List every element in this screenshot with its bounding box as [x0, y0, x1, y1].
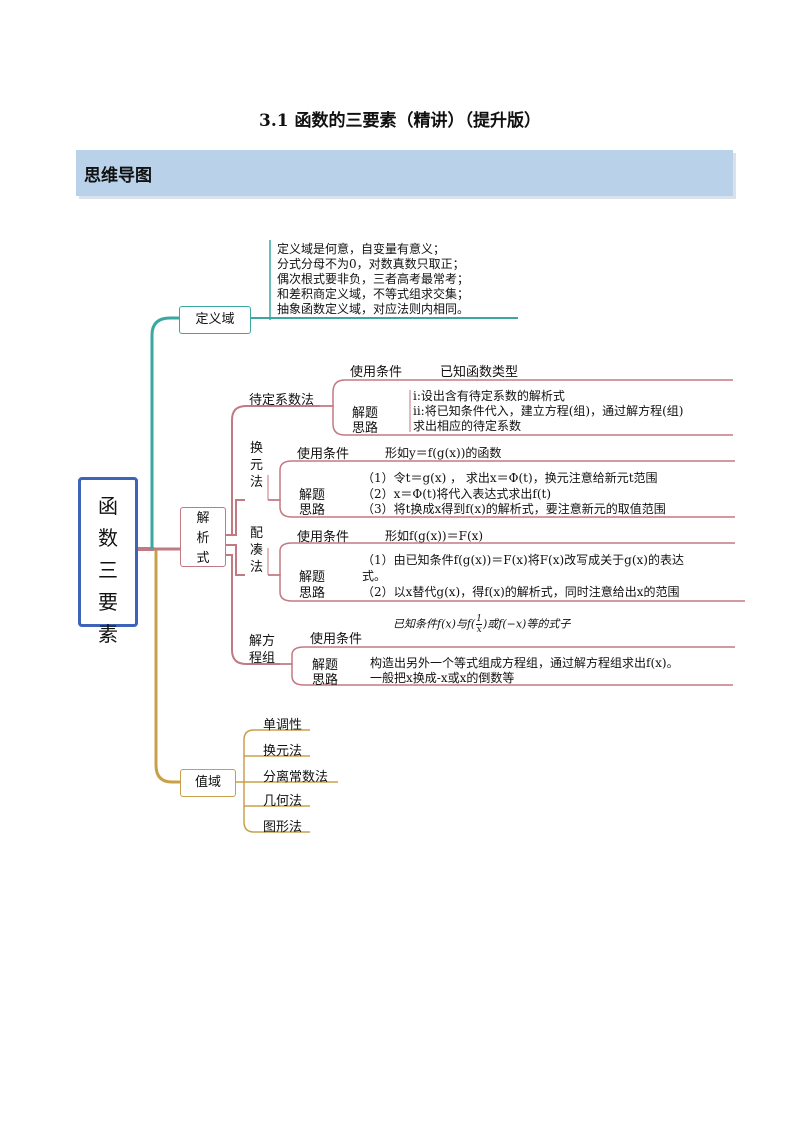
range-method: 分离常数法 [263, 770, 329, 785]
substitution-char: 法 [250, 475, 264, 490]
undetermined-label: 待定系数法 [249, 393, 315, 408]
system-idea-label: 思路 [312, 673, 339, 688]
substitution-cond-value: 形如y＝f(g(x))的函数 [385, 446, 502, 460]
section-banner-label: 思维导图 [84, 166, 152, 186]
analytic-node: 解 析 式 [180, 507, 226, 567]
system-label-line: 程组 [249, 651, 276, 666]
range-method: 图形法 [263, 820, 303, 835]
undetermined-cond-label: 使用条件 [350, 365, 403, 380]
matching-char: 法 [250, 560, 264, 575]
domain-note: 抽象函数定义域，对应法则内相同。 [277, 302, 470, 316]
matching-char: 凑 [250, 543, 264, 558]
undetermined-idea-label: 解题 [352, 406, 379, 421]
substitution-cond-label: 使用条件 [297, 447, 350, 462]
system-label-line: 解方 [249, 634, 276, 649]
range-node: 值域 [180, 769, 236, 797]
domain-note: 定义域是何意，自变量有意义； [277, 242, 446, 256]
substitution-char: 换 [250, 441, 264, 456]
undetermined-step: 求出相应的待定系数 [413, 419, 522, 433]
undetermined-cond-value: 已知函数类型 [440, 365, 519, 380]
system-label: 解方 程组 [249, 633, 275, 667]
matching-idea-label: 思路 [299, 586, 326, 601]
system-idea-label: 解题 [312, 658, 339, 673]
undetermined-idea-label: 思路 [352, 421, 379, 436]
undetermined-step: i:设出含有待定系数的解析式 [413, 389, 565, 403]
analytic-char: 解 [196, 511, 210, 526]
matching-step: 式。 [362, 569, 387, 583]
system-step: 构造出另外一个等式组成方程组，通过解方程组求出f(x)。 [370, 656, 679, 670]
substitution-step: （2）x＝Φ(t)将代入表达式求出f(t) [362, 487, 552, 501]
matching-cond-value: 形如f(g(x))＝F(x) [385, 529, 484, 543]
range-method: 换元法 [263, 744, 303, 759]
analytic-char: 式 [196, 551, 210, 566]
page-title: 3.1 函数的三要素（精讲）（提升版） [259, 111, 541, 131]
root-char: 数 [98, 526, 118, 550]
substitution-step: （3）将t换成x得到f(x)的解析式，要注意新元的取值范围 [362, 502, 666, 516]
fraction-numerator: 1 [476, 614, 482, 625]
matching-label: 配 凑 法 [250, 525, 263, 576]
domain-note: 和差积商定义域，不等式组求交集； [277, 287, 470, 301]
matching-idea-label: 解题 [299, 570, 326, 585]
section-banner [76, 150, 733, 196]
system-cond-label: 使用条件 [310, 632, 363, 647]
range-method: 单调性 [263, 718, 303, 733]
root-char: 要 [98, 590, 118, 614]
undetermined-step: ii:将已知条件代入，建立方程(组)，通过解方程(组) [413, 404, 684, 418]
system-step: 一般把x换成-x或x的倒数等 [370, 671, 515, 685]
root-char: 三 [98, 558, 118, 582]
substitution-idea-label: 解题 [299, 488, 326, 503]
root-char: 函 [98, 494, 118, 518]
analytic-char: 析 [196, 531, 210, 546]
substitution-label: 换 元 法 [250, 440, 263, 491]
matching-step: （1）由已知条件f(g(x))＝F(x)将F(x)改写成关于g(x)的表达 [362, 553, 684, 567]
substitution-char: 元 [250, 458, 264, 473]
domain-note: 偶次根式要非负，三者高考最常考； [277, 272, 470, 286]
matching-step: （2）以x替代g(x)，得f(x)的解析式，同时注意给出x的范围 [362, 585, 680, 599]
root-char: 素 [98, 622, 118, 646]
substitution-step: （1）令t＝g(x) ， 求出x＝Φ(t)，换元注意给新元t范围 [362, 471, 658, 485]
substitution-idea-label: 思路 [299, 503, 326, 518]
matching-char: 配 [250, 526, 264, 541]
domain-node: 定义域 [179, 306, 251, 334]
system-cond-pre: 已知条件f(x)与f( [393, 617, 476, 631]
root-node: 函 数 三 要 素 [78, 477, 138, 646]
system-cond-post: )或f(−x)等的式子 [482, 617, 571, 631]
matching-cond-label: 使用条件 [297, 530, 350, 545]
fraction-denominator: x [476, 625, 482, 635]
domain-note: 分式分母不为0，对数真数只取正； [277, 257, 465, 271]
range-method: 几何法 [263, 794, 303, 809]
